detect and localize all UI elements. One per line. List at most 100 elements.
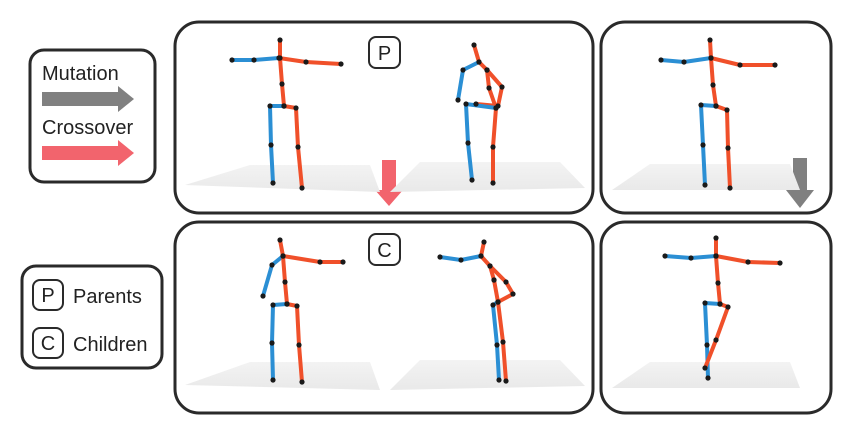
children-tag: C xyxy=(377,240,391,262)
joint-dot xyxy=(772,62,778,68)
joint-dot xyxy=(270,377,276,383)
left-limb-bone xyxy=(270,302,289,382)
joint-dot xyxy=(503,378,509,384)
joint-dot xyxy=(294,303,300,309)
joint-dot xyxy=(710,82,716,88)
floors xyxy=(185,162,800,390)
joint-dot xyxy=(745,259,751,265)
right-limb-bone xyxy=(278,38,286,108)
skeleton-child-mutation xyxy=(662,235,783,381)
joint-dot xyxy=(484,67,490,73)
joint-dot xyxy=(463,101,469,107)
joint-dot xyxy=(317,259,323,265)
right-limb-bone xyxy=(488,264,515,304)
joint-dot xyxy=(777,260,783,266)
joint-dot xyxy=(499,84,505,90)
joint-dot xyxy=(708,55,714,61)
joint-dot xyxy=(702,182,708,188)
joint-dot xyxy=(658,57,664,63)
parents-key-box xyxy=(32,279,64,311)
joint-dot xyxy=(458,257,464,263)
skeleton-child-a xyxy=(260,237,346,385)
joint-dot xyxy=(295,144,301,150)
left-limb-bone xyxy=(464,102,498,182)
joint-dot xyxy=(510,291,516,297)
right-limb-bone xyxy=(708,38,718,108)
joint-dot xyxy=(702,300,708,306)
mutation-label: Mutation xyxy=(42,63,119,85)
joint-dot xyxy=(270,180,276,186)
joint-dot xyxy=(277,237,283,243)
joint-dot xyxy=(268,142,274,148)
parents-tag: P xyxy=(378,43,391,65)
right-limb-bone xyxy=(703,302,730,370)
left-limb-bone xyxy=(699,103,718,187)
joint-dot xyxy=(299,185,305,191)
joint-dot xyxy=(296,342,302,348)
joint-dot xyxy=(277,37,283,43)
children-tag-box xyxy=(368,233,401,266)
legend-operators: Mutation Crossover xyxy=(28,48,157,184)
joint-dot xyxy=(478,253,484,259)
joint-dot xyxy=(486,85,492,91)
legend-generations: P Parents C Children xyxy=(20,264,164,370)
crossover-label: Crossover xyxy=(42,117,133,139)
skeleton-child-b xyxy=(437,239,516,384)
joint-dot xyxy=(487,263,493,269)
joint-dot xyxy=(713,103,719,109)
joint-dot xyxy=(705,375,711,381)
joint-dot xyxy=(737,62,743,68)
joint-dot xyxy=(481,239,487,245)
joint-dot xyxy=(490,144,496,150)
joint-dot xyxy=(284,301,290,307)
crossover-arrow-icon xyxy=(375,160,403,206)
joint-dot xyxy=(465,140,471,146)
joint-dot xyxy=(500,339,506,345)
joint-dot xyxy=(299,379,305,385)
joint-dot xyxy=(490,180,496,186)
skeleton-parent-b xyxy=(455,42,505,186)
children-key-box xyxy=(32,327,64,359)
joint-dot xyxy=(281,103,287,109)
joint-dot xyxy=(725,304,731,310)
floor-child-a xyxy=(185,362,380,390)
joint-dot xyxy=(473,101,479,107)
joint-dot xyxy=(496,377,502,383)
parents-key: P xyxy=(41,285,54,307)
floor-parent-a xyxy=(185,165,380,192)
left-limb-bone xyxy=(268,104,286,185)
right-limb-bone xyxy=(278,238,289,306)
joint-dot xyxy=(717,301,723,307)
skeleton-parent-a xyxy=(229,37,344,191)
joint-dot xyxy=(340,259,346,265)
joint-dot xyxy=(725,145,731,151)
joint-dot xyxy=(503,279,509,285)
joint-dot xyxy=(494,342,500,348)
right-limb-bone xyxy=(285,302,304,384)
joint-dot xyxy=(707,37,713,43)
joint-dot xyxy=(700,142,706,148)
joint-dot xyxy=(269,262,275,268)
joint-dot xyxy=(471,42,477,48)
joint-dot xyxy=(260,293,266,299)
joint-dot xyxy=(704,342,710,348)
joint-dot xyxy=(455,97,461,103)
joint-dot xyxy=(229,57,235,63)
crossover-arrow-icon xyxy=(42,140,134,166)
joint-dot xyxy=(713,337,719,343)
right-limb-bone xyxy=(714,104,732,190)
joint-dot xyxy=(713,235,719,241)
joint-dot xyxy=(267,103,273,109)
left-limb-bone xyxy=(491,300,501,382)
joint-dot xyxy=(727,185,733,191)
floor-child-b xyxy=(390,360,585,390)
right-limb-bone xyxy=(282,104,304,190)
joint-dot xyxy=(277,55,283,61)
joint-dot xyxy=(688,255,694,261)
right-limb-bone xyxy=(492,278,500,304)
floor-parent-b xyxy=(390,162,585,192)
parents-tag-box xyxy=(368,36,401,69)
right-limb-bone xyxy=(714,236,722,306)
joint-dot xyxy=(293,105,299,111)
right-limb-bone xyxy=(479,240,496,282)
